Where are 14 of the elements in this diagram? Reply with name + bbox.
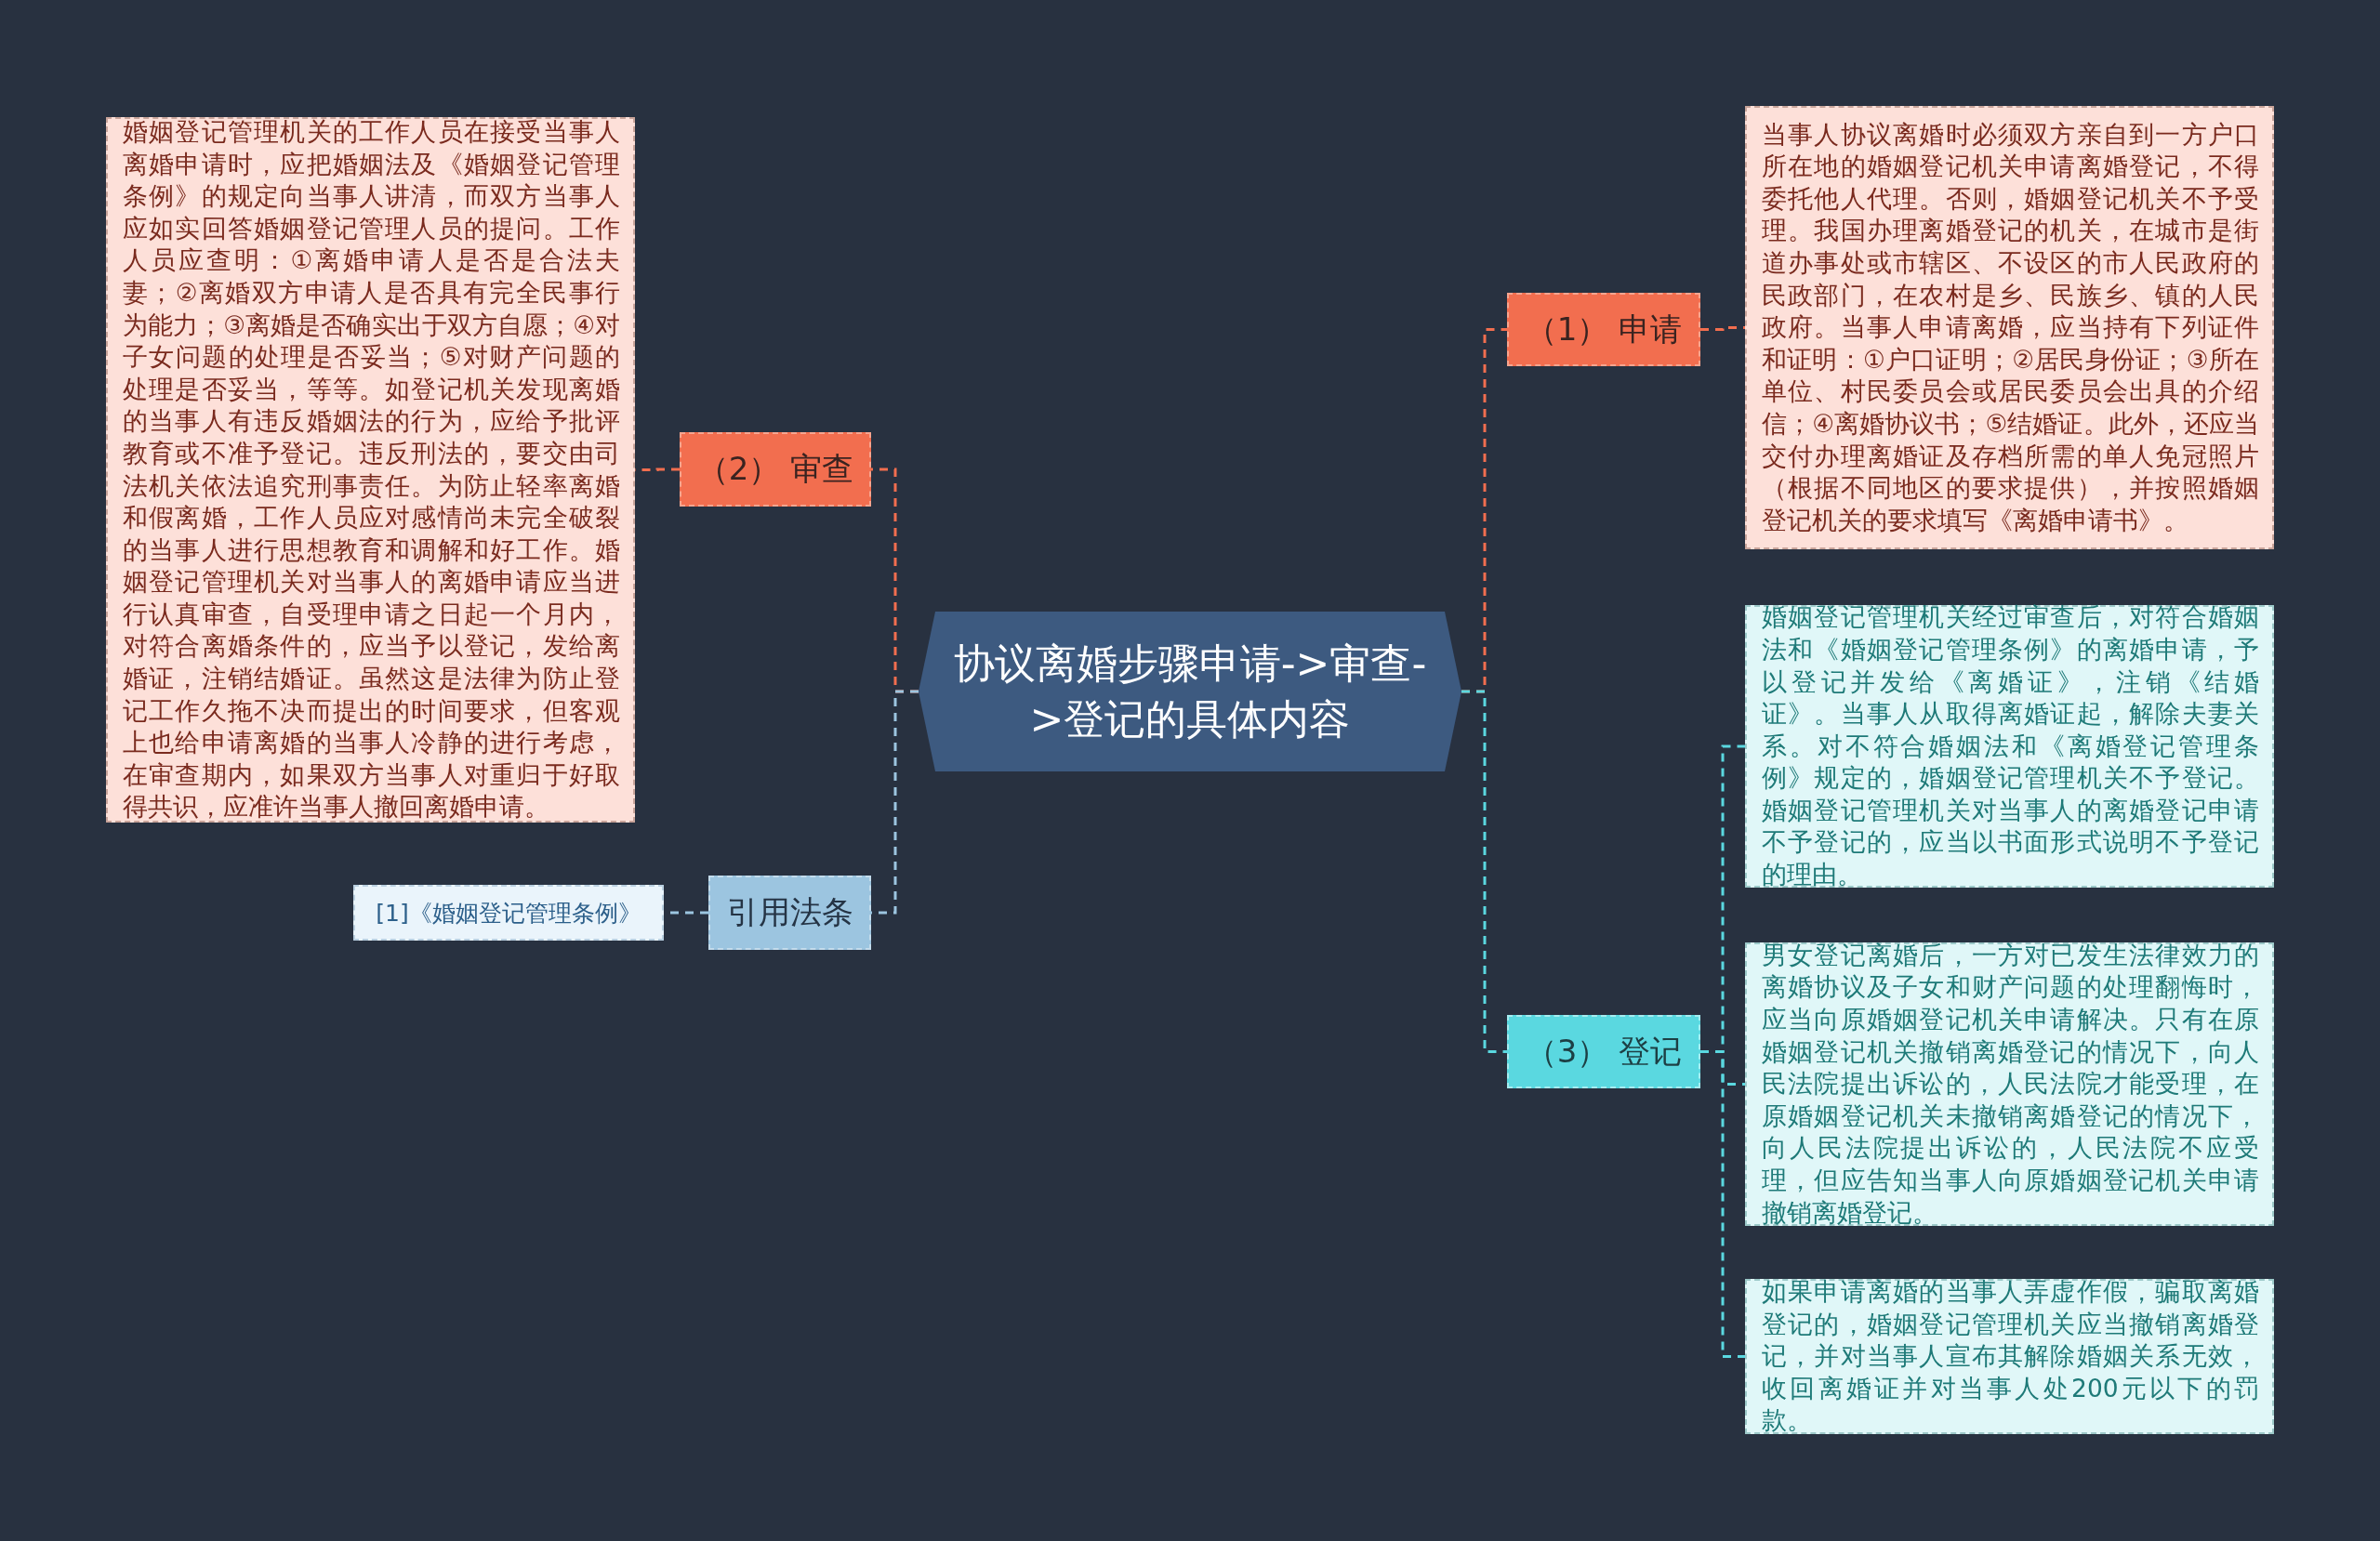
connector-line bbox=[1700, 1050, 1745, 1358]
branch-box: 引用法条 bbox=[708, 876, 871, 950]
text-box: 当事人协议离婚时必须双方亲自到一方户口所在地的婚姻登记机关申请离婚登记，不得委托他人代理。否则，婚姻登记机关不予受理。我国办理离婚登记的机关，在城市是街道办事处或市辖区、不设区的市人民政府的民政部门，在农村是乡、民族乡、镇的人民政府。当事人申请离婚，应当持有下列证件和证明：①户口证明；②居民身份证；③所在单位、村民委员会或居民委员会出具的介绍信；④离婚协议书；⑤结婚证。此外，还应当交付办理离婚证及存档所需的单人免冠照片（根据不同地区的要求提供），并按照婚姻登记机关的要求填写《离婚申请书》。 bbox=[1745, 106, 2274, 549]
text-box: 婚姻登记管理机关的工作人员在接受当事人离婚申请时，应把婚姻法及《婚姻登记管理条例》的规定向当事人讲清，而双方当事人应如实回答婚姻登记管理人员的提问。工作人员应查明：①离婚申请人是否是合法夫妻；②离婚双方申请人是否具有完全民事行为能力；③离婚是否确实出于双方自愿；④对子女问题的处理是否妥当；⑤对财产问题的处理是否妥当，等等。如登记机关发现离婚的当事人有违反婚姻法的行为，应给予批评教育或不准予登记。违反刑法的，要交由司法机关依法追究刑事责任。为防止轻率离婚和假离婚，工作人员应对感情尚未完全破裂的当事人进行思想教育和调解和好工作。婚姻登记管理机关对当事人的离婚申请应当进行认真审查，自受理申请之日起一个月内，对符合离婚条件的，应当予以登记，发给离婚证，注销结婚证。虽然这是法律为防止登记工作久拖不决而提出的时间要求，但客观上也给申请离婚的当事人冷静的进行考虑，在审查期内，如果双方当事人对重归于好取得共识，应准许当事人撤回离婚申请。 bbox=[106, 117, 635, 823]
central-topic: 协议离婚步骤申请->审查->登记的具体内容 bbox=[919, 612, 1461, 771]
connector-line bbox=[1700, 326, 1745, 331]
branch-box: （2） 审查 bbox=[680, 432, 871, 507]
text-box: 如果申请离婚的当事人弄虚作假，骗取离婚登记的，婚姻登记管理机关应当撤销离婚登记，并对当事人宣布其解除婚姻关系无效，收回离婚证并对当事人处200元以下的罚款。 bbox=[1745, 1279, 2274, 1434]
connector-line bbox=[1461, 690, 1507, 1053]
text-box: 婚姻登记管理机关经过审查后，对符合婚姻法和《婚姻登记管理条例》的离婚申请，予以登记并发给《离婚证》，注销《结婚证》。当事人从取得离婚证起，解除夫妻关系。对不符合婚姻法和《离婚登记管理条例》规定的，婚姻登记管理机关不予登记。婚姻登记管理机关对当事人的离婚登记申请不予登记的，应当以书面形式说明不予登记的理由。 bbox=[1745, 605, 2274, 888]
reference-box: [1]《婚姻登记管理条例》 bbox=[353, 885, 664, 941]
branch-box: （3） 登记 bbox=[1507, 1015, 1700, 1088]
text-box: 男女登记离婚后，一方对已发生法律效力的离婚协议及子女和财产问题的处理翻悔时，应当向原婚姻登记机关申请解决。只有在原婚姻登记机关撤销离婚登记的情况下，向人民法院提出诉讼的，人民法院才能受理，在原婚姻登记机关未撤销离婚登记的情况下，向人民法院提出诉讼的，人民法院不应受理，但应告知当事人向原婚姻登记机关申请撤销离婚登记。 bbox=[1745, 942, 2274, 1226]
branch-box: （1） 申请 bbox=[1507, 293, 1700, 366]
